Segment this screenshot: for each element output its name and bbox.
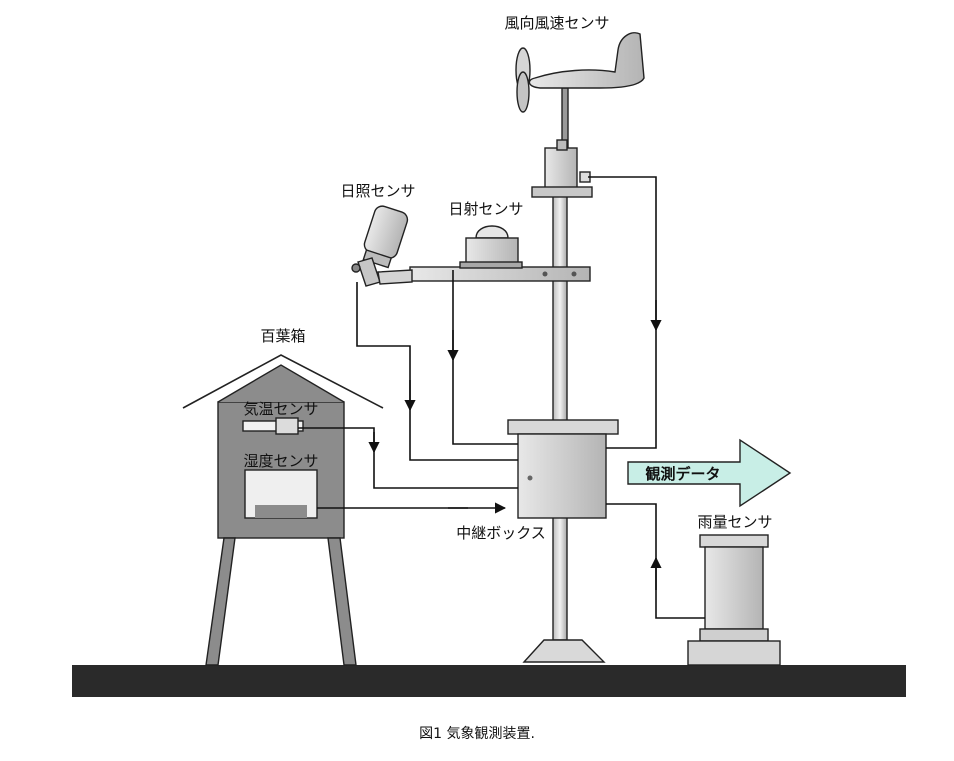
instrument-shelter — [182, 354, 384, 666]
humidity-sensor-label: 湿度センサ — [243, 452, 318, 470]
output-label: 観測データ — [645, 465, 720, 483]
cross-arm — [409, 266, 591, 282]
wind-sensor-label: 風向風速センサ — [504, 14, 609, 32]
rain-sensor-label: 雨量センサ — [697, 513, 772, 531]
rain-gauge — [687, 534, 781, 666]
shelter-label: 百葉箱 — [260, 327, 305, 345]
sunshine-sensor — [351, 205, 413, 287]
wiring — [298, 176, 705, 619]
relay-box — [507, 419, 619, 519]
solar-sensor — [459, 225, 523, 269]
main-pole — [522, 87, 606, 663]
wind-sensor — [515, 32, 645, 198]
output-arrow — [627, 438, 792, 508]
ground — [72, 665, 906, 697]
relay-box-label: 中継ボックス — [456, 524, 546, 542]
solar-sensor-label: 日射センサ — [448, 200, 523, 218]
sunshine-sensor-label: 日照センサ — [340, 182, 415, 200]
temp-sensor-label: 気温センサ — [243, 400, 318, 418]
figure-caption: 図1 気象観測装置. — [419, 725, 535, 742]
